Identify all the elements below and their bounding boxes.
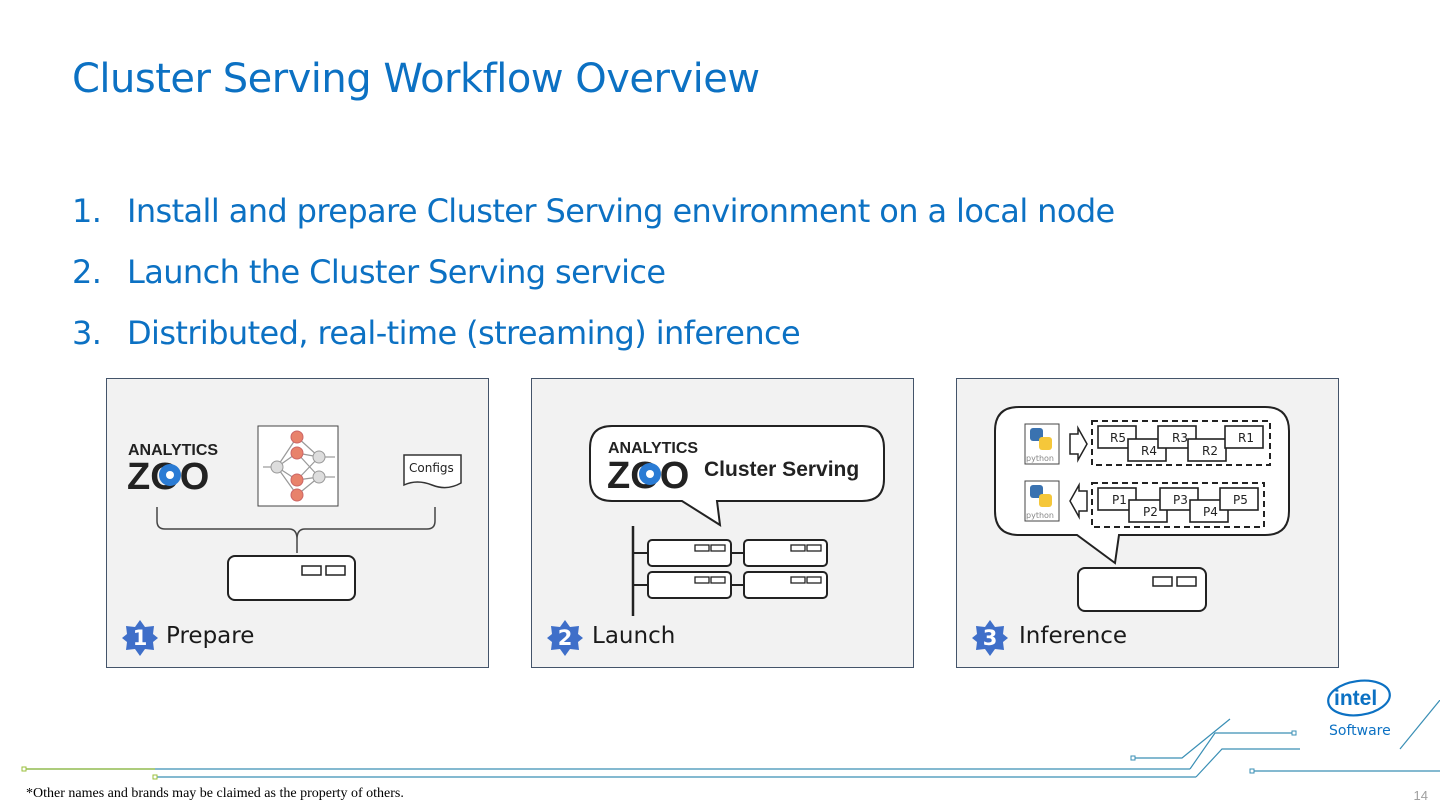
star-badge-icon — [122, 620, 158, 656]
merge-bracket — [156, 507, 436, 553]
prediction-items: P1 P2 P3 P4 P5 — [1097, 487, 1259, 523]
server-cluster-icon — [631, 526, 828, 616]
intel-logo: intel — [1327, 679, 1391, 717]
arrow-left-icon — [1069, 482, 1088, 520]
cluster-serving-label: Cluster Serving — [704, 458, 859, 481]
footnote: *Other names and brands may be claimed a… — [26, 786, 404, 801]
neural-network-icon — [257, 425, 339, 507]
prediction-queue — [1091, 482, 1265, 528]
prediction-label: P3 — [1173, 493, 1188, 507]
inference-panel: python R5 R4 R3 R2 R1 python P1 — [956, 378, 1339, 668]
request-label: R4 — [1141, 444, 1157, 458]
step-badge: 2 — [546, 619, 584, 657]
launch-diagram: ANALYTICS ZOO Cluster Serving — [589, 425, 885, 616]
python-text: python — [1026, 454, 1054, 463]
intel-software-label: Software — [1329, 723, 1391, 739]
python-text: python — [1026, 511, 1054, 520]
panel-label: Prepare — [166, 623, 255, 649]
python-client-icon: python — [1024, 480, 1060, 522]
badge-number: 2 — [557, 626, 573, 650]
inference-diagram: python R5 R4 R3 R2 R1 python P1 — [994, 406, 1290, 612]
step-badge: 3 — [971, 619, 1009, 657]
request-label: R3 — [1172, 431, 1188, 445]
step-item: 2. Launch the Cluster Serving service — [72, 253, 1115, 314]
request-label: R5 — [1110, 431, 1126, 445]
analytics-zoo-logo: ANALYTICS ZOO — [607, 440, 698, 497]
circuit-decoration — [21, 700, 1440, 780]
server-node-icon — [227, 555, 356, 601]
star-badge-icon — [972, 620, 1008, 656]
steps-list: 1. Install and prepare Cluster Serving e… — [72, 192, 1115, 375]
prediction-label: P2 — [1143, 505, 1158, 519]
page-number: 14 — [1413, 788, 1428, 803]
panel-label: Launch — [592, 623, 676, 649]
server-node-icon — [1077, 567, 1207, 612]
configs-label: Configs — [409, 461, 454, 475]
step-number: 3. — [72, 314, 102, 352]
speech-bubble — [589, 425, 885, 527]
request-items: R5 R4 R3 R2 R1 — [1097, 425, 1264, 462]
arrow-right-icon — [1069, 425, 1088, 463]
step-number: 1. — [72, 192, 102, 230]
prepare-panel: ANALYTICS ZOO — [106, 378, 489, 668]
python-client-icon: python — [1024, 423, 1060, 465]
analytics-zoo-logo: ANALYTICS ZOO — [127, 442, 218, 498]
step-text: Install and prepare Cluster Serving envi… — [127, 192, 1115, 230]
step-item: 1. Install and prepare Cluster Serving e… — [72, 192, 1115, 253]
logo-top-text: ANALYTICS — [608, 440, 698, 457]
prediction-label: P1 — [1112, 493, 1127, 507]
step-badge: 1 — [121, 619, 159, 657]
step-number: 2. — [72, 253, 102, 291]
badge-number: 1 — [132, 626, 148, 650]
step-text: Launch the Cluster Serving service — [127, 253, 666, 291]
step-item: 3. Distributed, real-time (streaming) in… — [72, 314, 1115, 375]
badge-number: 3 — [982, 626, 998, 650]
prepare-diagram: ANALYTICS ZOO — [127, 425, 462, 601]
logo-top-text: ANALYTICS — [128, 442, 218, 459]
slide-title: Cluster Serving Workflow Overview — [72, 56, 760, 102]
star-badge-icon — [547, 620, 583, 656]
prediction-label: P5 — [1233, 493, 1248, 507]
request-label: R1 — [1238, 431, 1254, 445]
configs-document-icon: Configs — [403, 454, 462, 489]
step-text: Distributed, real-time (streaming) infer… — [127, 314, 801, 352]
panel-label: Inference — [1019, 623, 1128, 649]
request-label: R2 — [1202, 444, 1218, 458]
prediction-label: P4 — [1203, 505, 1218, 519]
launch-panel: ANALYTICS ZOO Cluster Serving — [531, 378, 914, 668]
request-queue — [1091, 420, 1271, 466]
intel-logo-text: intel — [1334, 687, 1377, 710]
